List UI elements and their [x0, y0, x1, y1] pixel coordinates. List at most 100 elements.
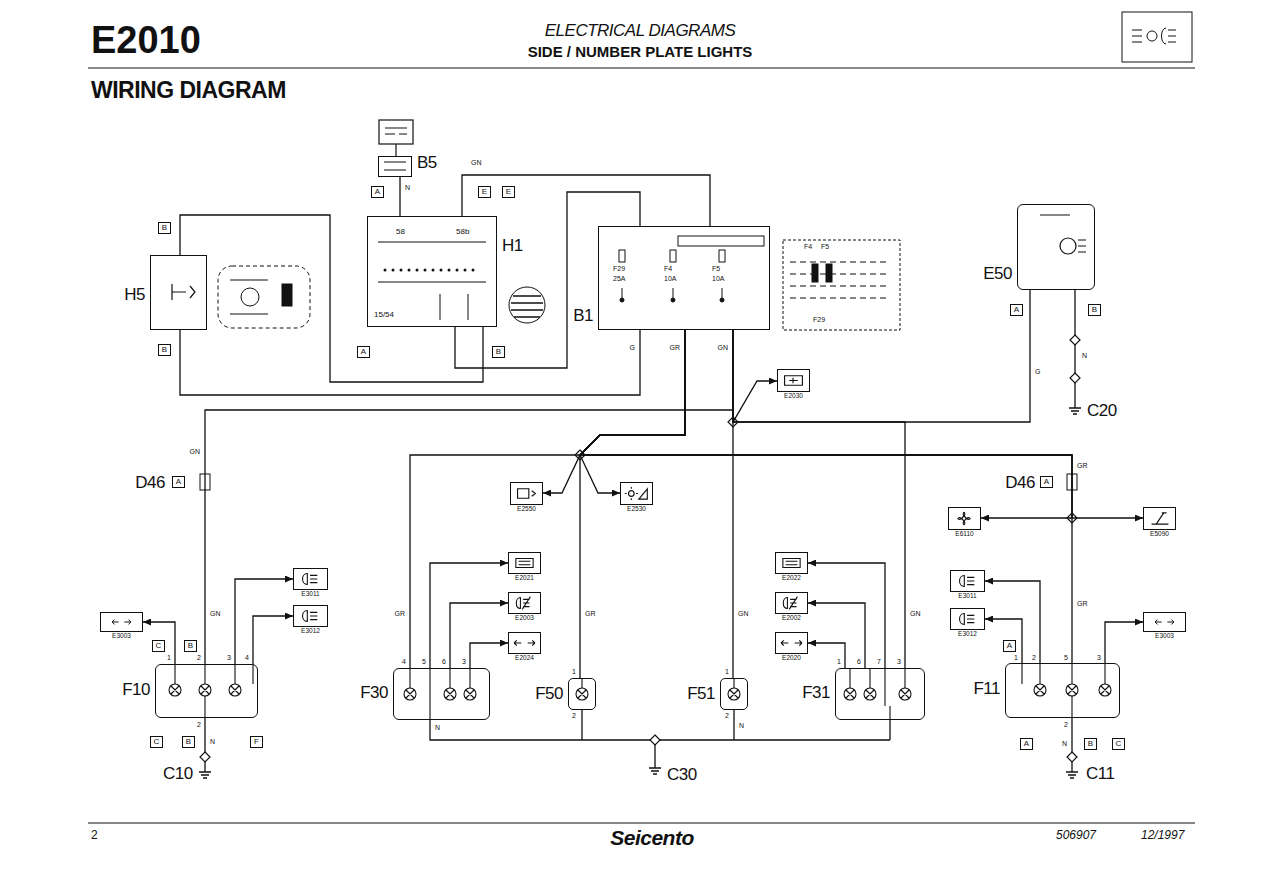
bulb-symbol [175, 663, 1105, 720]
signal-arrow [143, 622, 175, 664]
wire-label: F29 [612, 265, 626, 273]
connector-pin-box: C [1112, 738, 1125, 750]
car-outline [241, 288, 259, 306]
wire-label: 6 [856, 658, 862, 666]
connector-pin-box: F [250, 736, 263, 748]
signal-arrow [253, 616, 293, 664]
indicator-icon-box: E5090 [1143, 507, 1176, 530]
indicator-glyph [781, 640, 802, 645]
wire-label: G [1034, 368, 1041, 376]
connector-letter: F [251, 738, 262, 747]
wire-label: N [434, 724, 441, 732]
indicator-icon [776, 633, 807, 653]
indicator-glyph [1152, 513, 1169, 524]
fuse-box-internals [678, 236, 764, 246]
indicator-icon-box: E3003 [100, 612, 143, 632]
wire-label: 58b [455, 228, 470, 237]
connector-pin-box: A [1040, 476, 1053, 488]
part-label: WIRING DIAGRAM [90, 78, 287, 103]
component-code: F11 [973, 680, 1000, 699]
icon-code: E3012 [301, 627, 320, 634]
indicator-glyph [516, 597, 530, 610]
signal-arrow [235, 579, 293, 664]
car-outline [230, 280, 268, 314]
signal-arrow [580, 330, 1143, 518]
wire-label: 58 [395, 228, 406, 237]
wire-label: 25A [612, 275, 626, 283]
wire-label: 1 [724, 668, 730, 676]
indicator-icon-box: E2021 [508, 552, 541, 574]
switch-unit [379, 120, 413, 170]
wire-label: 12/1997 [1140, 829, 1185, 842]
icon-code: E3003 [1155, 632, 1174, 639]
connector-diamond [200, 752, 210, 762]
indicator-icon [509, 553, 540, 573]
connector-letter: C [1113, 740, 1124, 749]
wire [733, 330, 905, 668]
wire-label: GN [717, 344, 730, 352]
component-box: F30 [393, 668, 490, 720]
indicator-icon-box: E6110 [948, 507, 981, 530]
fuse-box-internals [671, 298, 675, 302]
wire-label: GN [909, 610, 922, 618]
signal-arrow [1105, 622, 1143, 663]
indicator-icon-box: E2024 [508, 632, 541, 654]
wire-label: 7 [876, 658, 882, 666]
part-label: Seicento [609, 826, 695, 849]
icon-code: E2021 [515, 574, 534, 581]
connector-letter: A [1004, 642, 1015, 651]
indicator-icon [511, 483, 542, 504]
car-outline [282, 284, 292, 306]
wire-label: F29 [812, 316, 826, 324]
part-label: SIDE / NUMBER PLATE LIGHTS [527, 44, 754, 61]
page-title: E2010 [90, 20, 202, 62]
signal-arrow [985, 619, 1022, 663]
e50-lamp [1040, 215, 1086, 254]
wire-label: 4 [244, 654, 250, 662]
indicator-icon [509, 593, 540, 613]
indicator-icon [294, 569, 327, 589]
connector-diamond [200, 335, 1080, 762]
indicator-icon [1144, 508, 1175, 529]
indicator-icon [294, 606, 327, 626]
connector-pin-box: A [371, 186, 384, 198]
wire-label: 15/54 [373, 311, 395, 320]
wire-label: N [404, 184, 411, 192]
indicator-icon-box: E2530 [620, 482, 653, 505]
component-code: F51 [687, 685, 715, 704]
icon-code: E2020 [782, 654, 801, 661]
indicator-icon [509, 633, 540, 653]
wire-label: GN [189, 448, 202, 456]
icon-code: E3012 [958, 630, 977, 637]
wire [180, 330, 640, 395]
indicator-icon-box: E3012 [293, 605, 328, 627]
switch-unit [384, 128, 407, 170]
wire-label: 5 [1063, 654, 1069, 662]
component-code: H5 [124, 286, 145, 305]
indicator-icon [776, 553, 807, 573]
component-box: F50 [568, 678, 596, 710]
wire-label: N [1081, 352, 1088, 360]
part-label: C30 [666, 766, 698, 785]
wire-label: F5 [711, 265, 721, 273]
connector-letter: B [183, 738, 194, 747]
fuse-box-internals [619, 236, 764, 302]
connector-pin-box: B [182, 736, 195, 748]
indicator-glyph [112, 620, 131, 625]
wire-label: 3 [461, 658, 467, 666]
indicator-icon-box: E2020 [775, 632, 808, 654]
h1-internals [378, 242, 486, 320]
connector-pin-box: B [1088, 304, 1101, 316]
component-box: B5 [378, 156, 412, 177]
signal-arrow [543, 330, 685, 493]
ground-symbol [1066, 772, 1078, 778]
signal-arrow [580, 330, 1072, 518]
indicator-glyph [785, 376, 803, 385]
indicator-icon-box: E2022 [775, 552, 808, 574]
connector-pin-box: B [158, 344, 171, 356]
component-box: F51 [720, 678, 748, 710]
indicator-glyph [960, 614, 975, 625]
wire-label: GR [394, 610, 407, 618]
wire-label: 1 [166, 654, 172, 662]
